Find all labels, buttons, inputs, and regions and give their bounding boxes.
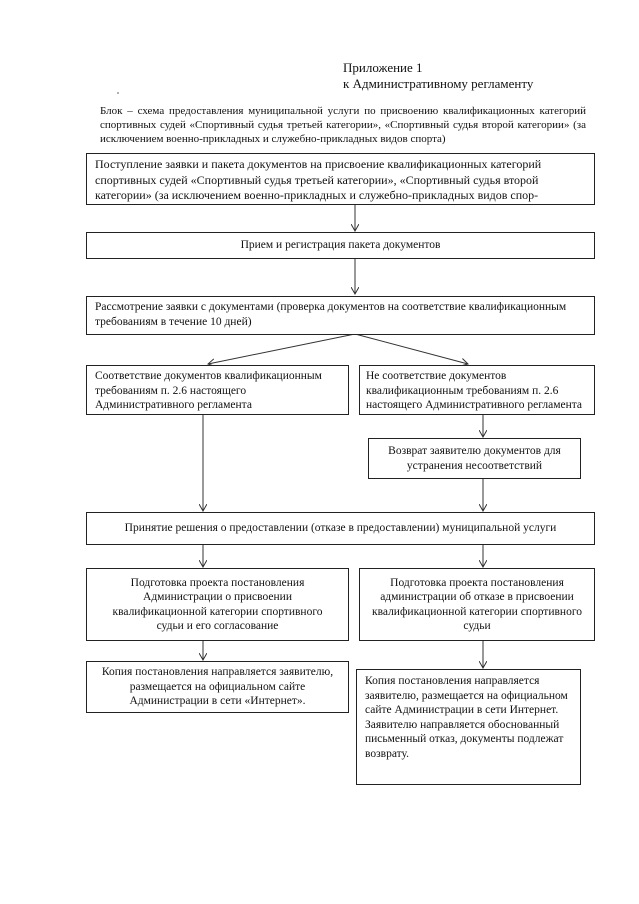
box-review: Рассмотрение заявки с документами (прове… (86, 296, 595, 335)
box-noncompliant: Не соответствие документов квалификацион… (359, 365, 595, 415)
arrow-review-to-noncompliant (354, 333, 468, 364)
diagram-heading: Блок – схема предоставления муниципально… (100, 105, 586, 145)
box-prepare-refusal: Подготовка проекта постановления админис… (359, 568, 595, 641)
appendix-line-2: к Административному регламенту (343, 76, 534, 91)
box-receipt: Поступление заявки и пакета документов н… (86, 153, 595, 205)
box-registration: Прием и регистрация пакета документов (86, 232, 595, 259)
arrow-review-to-compliant (208, 333, 356, 364)
appendix-line-1: Приложение 1 (343, 60, 423, 75)
scan-speck (117, 92, 119, 94)
box-return: Возврат заявителю документов для устране… (368, 438, 581, 479)
box-prepare-grant: Подготовка проекта постановления Админис… (86, 568, 349, 641)
box-copy-refusal: Копия постановления направляется заявите… (356, 669, 581, 785)
appendix-header: Приложение 1 к Административному регламе… (343, 60, 533, 92)
box-compliant: Соответствие документов квалификационным… (86, 365, 349, 415)
box-copy-grant: Копия постановления направляется заявите… (86, 661, 349, 713)
box-decision: Принятие решения о предоставлении (отказ… (86, 512, 595, 545)
